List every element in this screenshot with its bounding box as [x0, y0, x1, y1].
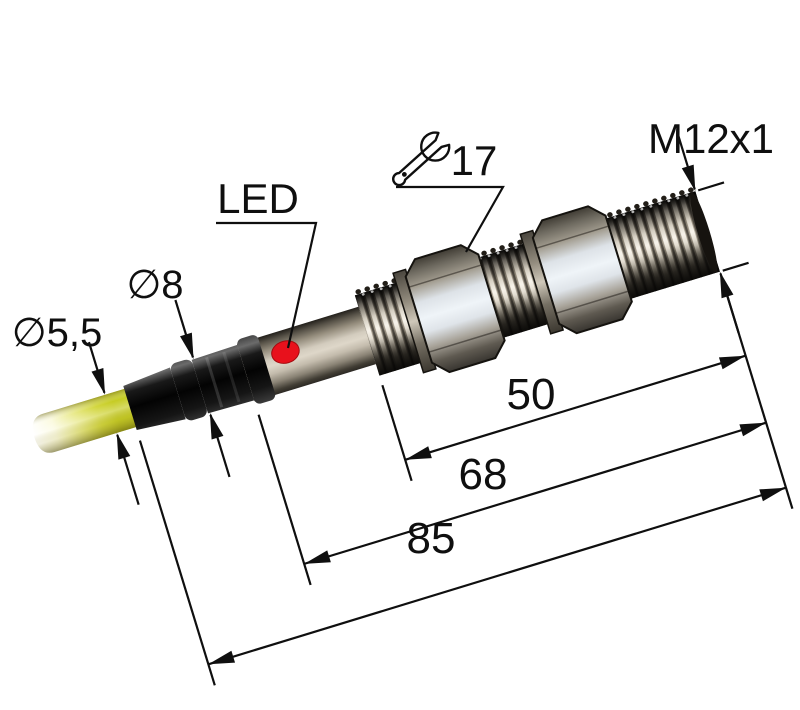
- label-wrench-size: 17: [451, 137, 498, 184]
- dim-text-68: 68: [459, 450, 508, 499]
- sensor-assembly: [32, 135, 794, 686]
- cable-gland: [123, 344, 255, 430]
- wrench-icon: [392, 131, 451, 187]
- dimension-overall-length: [208, 486, 787, 666]
- dimension-thread-diameter: [677, 135, 740, 334]
- label-cable-diameter: ∅5,5: [12, 311, 102, 355]
- dim-text-50: 50: [507, 370, 556, 419]
- sensing-face: [690, 192, 718, 273]
- dimension-thread-length: [404, 354, 746, 461]
- dim-text-85: 85: [407, 514, 456, 563]
- led-indicator: [271, 340, 300, 364]
- dimension-rear-diameter: [174, 299, 231, 478]
- hex-nut-front: [519, 205, 633, 335]
- label-rear-diameter: ∅8: [126, 263, 183, 307]
- led-leader-line: [216, 221, 318, 349]
- cable: [32, 384, 151, 453]
- hex-nut-rear: [392, 244, 506, 374]
- annotations: ∅5,5 ∅8 LED 17 M12x1 50 68 85: [12, 115, 774, 563]
- housing-ring: [237, 335, 276, 404]
- label-thread-spec: M12x1: [648, 115, 774, 162]
- dimension-cable-diameter: [87, 341, 140, 506]
- label-led: LED: [217, 175, 299, 222]
- dimension-housing-length: [303, 421, 767, 565]
- housing: [236, 306, 376, 404]
- wrench-leader-line: [396, 185, 505, 253]
